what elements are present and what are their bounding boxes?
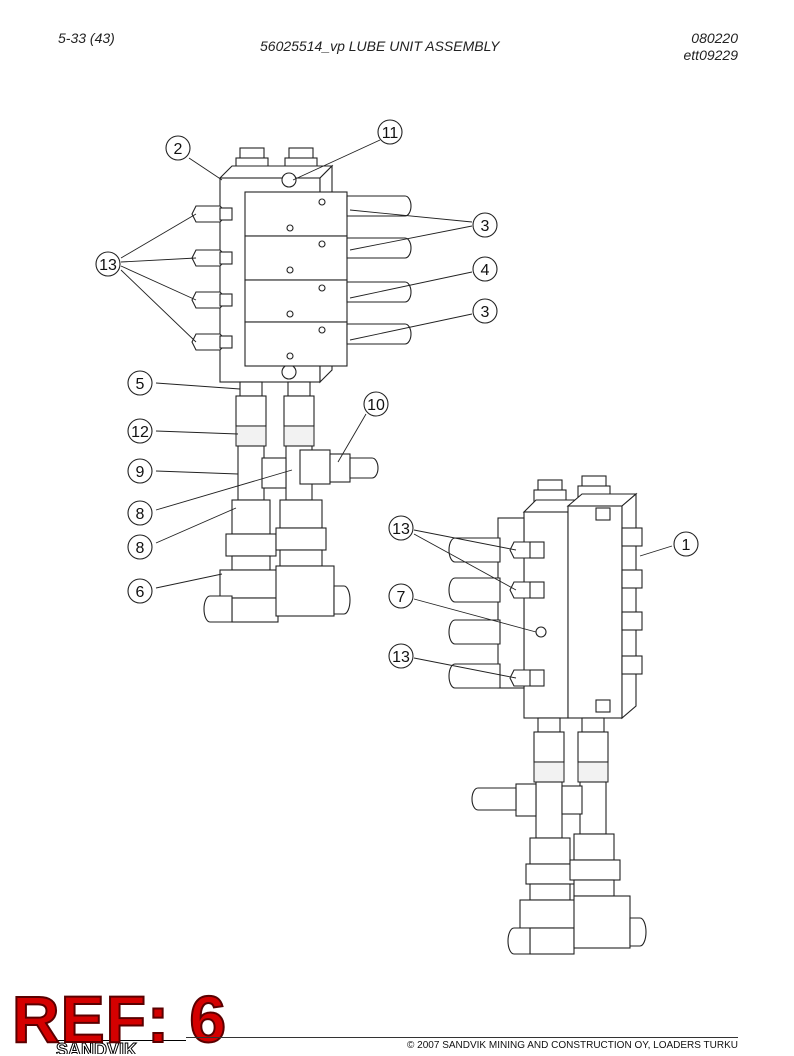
ref-stamp: REF: 6 [11,982,228,1056]
svg-text:2: 2 [174,141,183,158]
drawing-title: 56025514_vp LUBE UNIT ASSEMBLY [260,38,500,54]
assembly-view-upper [191,147,412,623]
svg-text:13: 13 [392,521,410,538]
svg-text:13: 13 [99,257,117,274]
svg-text:12: 12 [131,424,149,441]
callout-1: 1 [673,531,699,557]
svg-text:7: 7 [397,589,406,606]
callout-3-lower: 3 [472,298,498,324]
svg-text:9: 9 [136,464,145,481]
callout-12: 12 [127,418,153,444]
drawing-date: 080220 [691,30,738,46]
callout-7: 7 [388,583,414,609]
callout-4: 4 [472,256,498,282]
svg-text:6: 6 [136,584,145,601]
drawing-code: ett09229 [683,47,739,63]
svg-text:5: 5 [136,376,145,393]
footer-rule [186,1037,738,1038]
callout-6: 6 [127,578,153,604]
callout-8-lower: 8 [127,534,153,560]
callout-13-lower: 13 [388,643,414,669]
svg-text:11: 11 [382,125,399,142]
leader-lines [120,139,673,679]
callout-3-upper: 3 [472,212,498,238]
callout-13-left: 13 [95,251,121,277]
callout-8-upper: 8 [127,500,153,526]
svg-text:3: 3 [481,218,490,235]
callout-9: 9 [127,458,153,484]
brand-logo-text: SANDVIK [56,1040,186,1054]
svg-text:8: 8 [136,506,145,523]
callout-13-middle: 13 [388,515,414,541]
svg-text:10: 10 [367,397,385,414]
svg-text:13: 13 [392,649,410,666]
callout-2: 2 [165,135,191,161]
copyright-notice: © 2007 SANDVIK MINING AND CONSTRUCTION O… [407,1040,738,1051]
svg-text:1: 1 [682,537,691,554]
callout-10: 10 [363,391,389,417]
callout-5: 5 [127,370,153,396]
svg-text:3: 3 [481,304,490,321]
svg-text:8: 8 [136,540,145,557]
assembly-view-lower [448,475,647,955]
page-number: 5-33 (43) [58,30,115,46]
callout-11: 11 [377,119,403,145]
svg-text:4: 4 [481,262,490,279]
